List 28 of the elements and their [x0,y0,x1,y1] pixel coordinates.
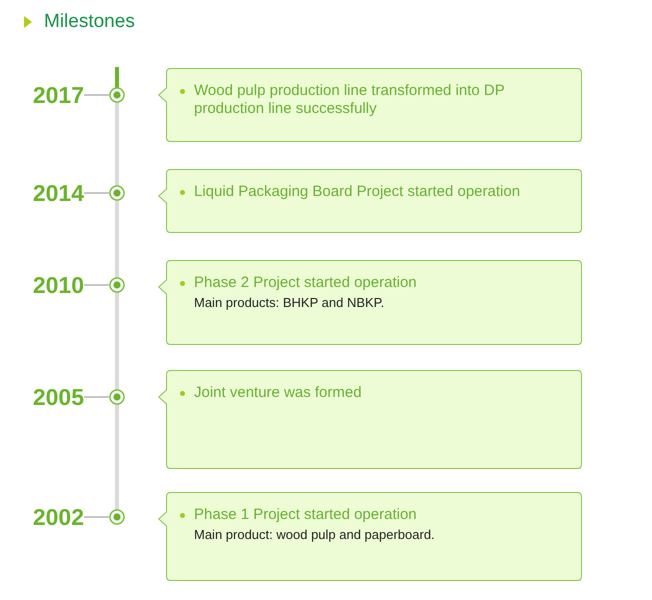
connector-line [84,516,110,518]
timeline-dot [109,185,125,201]
year-label: 2017 [32,81,84,109]
timeline-dot [109,389,125,405]
milestone-description: Main product: wood pulp and paperboard. [194,526,436,544]
milestone-heading: Wood pulp production line transformed into DP production line successfully [194,82,506,118]
milestone-card [158,370,582,469]
milestone-heading: Liquid Packaging Board Project started operation [194,183,522,201]
milestone-card [158,169,582,233]
milestone-heading: Phase 1 Project started operation [194,506,418,524]
milestone-description: Main products: BHKP and NBKP. [194,294,386,312]
connector-line [84,396,110,398]
timeline-dot [109,277,125,293]
milestone-card [158,492,582,581]
milestone-card [158,260,582,345]
connector-line [84,284,110,286]
year-label: 2010 [32,271,84,299]
timeline-dot [109,87,125,103]
timeline-dot [109,509,125,525]
milestone-heading: Joint venture was formed [194,384,363,402]
year-label: 2014 [32,179,84,207]
year-label: 2005 [32,383,84,411]
year-label: 2002 [32,503,84,531]
page-title: Milestones [44,10,135,34]
connector-line [84,94,110,96]
milestone-card [158,68,582,142]
connector-line [84,192,110,194]
milestone-heading: Phase 2 Project started operation [194,274,418,292]
